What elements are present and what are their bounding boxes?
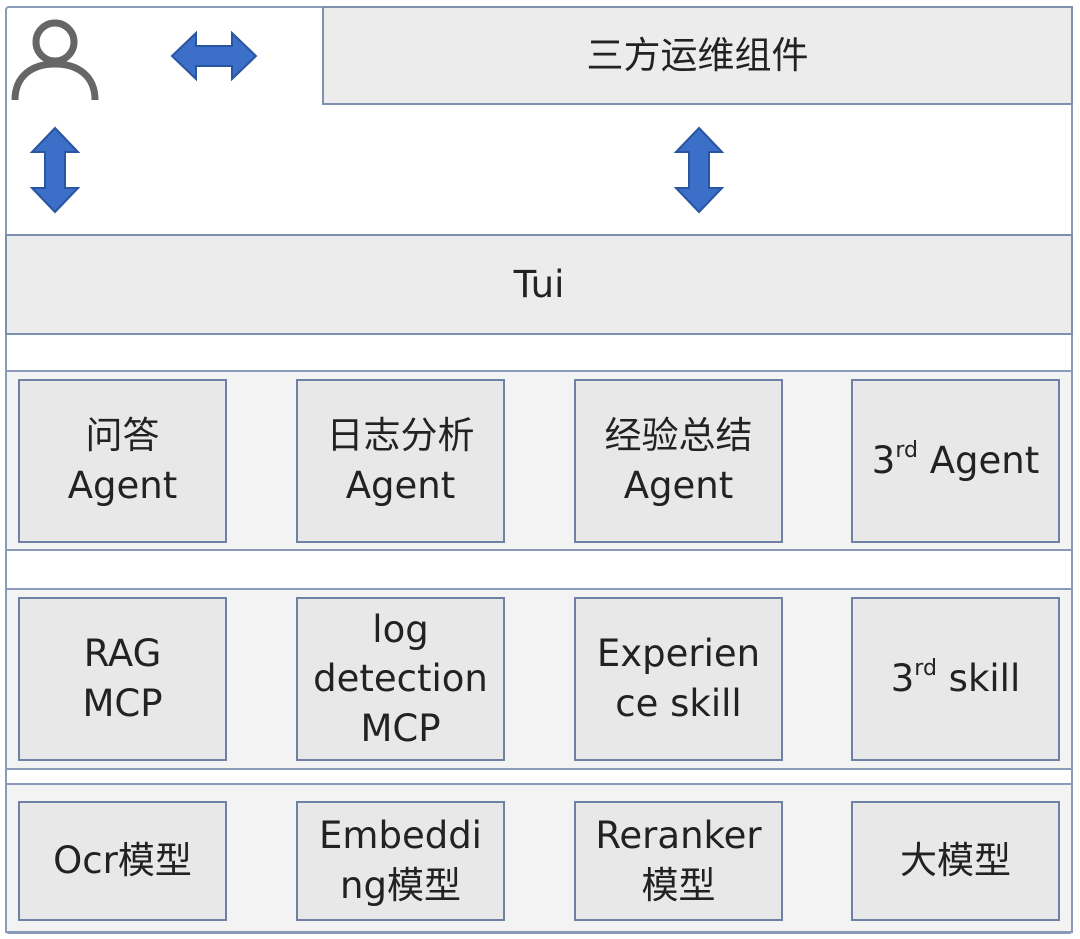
skill-third-party-box: 3rd skill [851, 597, 1060, 761]
third-party-ops-component-box: 三方运维组件 [322, 6, 1073, 105]
skill-third-party-label: 3rd skill [890, 656, 1021, 701]
skill-rag-mcp-box: RAG MCP [18, 597, 227, 761]
user-icon [11, 19, 99, 101]
third-party-ops-component-label: 三方运维组件 [586, 33, 809, 77]
agent-third-party-box: 3rd Agent [851, 379, 1060, 543]
skill-log-detection-line-2: detection [313, 657, 488, 701]
agent-experience-summary-box: 经验总结 Agent [574, 379, 783, 543]
agent-log-analysis-line-1: 日志分析 [326, 414, 475, 458]
agent-log-analysis-line-2: Agent [345, 464, 456, 507]
agent-qa-line-1: 问答 [85, 414, 160, 458]
model-large-label: 大模型 [900, 839, 1011, 883]
model-reranker-line-1: Reranker [595, 814, 762, 858]
agent-qa-box: 问答 Agent [18, 379, 227, 543]
agent-qa-line-2: Agent [67, 464, 178, 507]
skill-experience-box: Experien ce skill [574, 597, 783, 761]
skill-rag-mcp-line-2: MCP [82, 682, 163, 725]
model-ocr-label: Ocr模型 [53, 839, 192, 883]
tui-label: Tui [513, 262, 565, 306]
model-embedding-line-2: ng模型 [340, 864, 461, 907]
skill-log-detection-line-1: log [372, 607, 429, 651]
model-large-box: 大模型 [851, 801, 1060, 921]
model-embedding-line-1: Embeddi [319, 814, 482, 858]
model-embedding-box: Embeddi ng模型 [296, 801, 505, 921]
skill-rag-mcp-line-1: RAG [83, 632, 162, 676]
skill-log-detection-line-3: MCP [360, 706, 441, 750]
model-reranker-box: Reranker 模型 [574, 801, 783, 921]
double-arrow-vertical-icon [674, 126, 724, 214]
agent-log-analysis-box: 日志分析 Agent [296, 379, 505, 543]
skill-experience-line-1: Experien [596, 632, 761, 676]
agent-third-party-label: 3rd Agent [871, 438, 1040, 483]
double-arrow-horizontal-icon [170, 30, 258, 82]
double-arrow-vertical-icon [30, 126, 80, 214]
skill-experience-line-2: ce skill [615, 682, 742, 725]
agent-experience-summary-line-2: Agent [623, 464, 734, 507]
skill-log-detection-mcp-box: log detection MCP [296, 597, 505, 761]
model-reranker-line-2: 模型 [641, 864, 716, 907]
model-ocr-box: Ocr模型 [18, 801, 227, 921]
agent-experience-summary-line-1: 经验总结 [604, 414, 753, 458]
tui-bar: Tui [5, 234, 1073, 335]
